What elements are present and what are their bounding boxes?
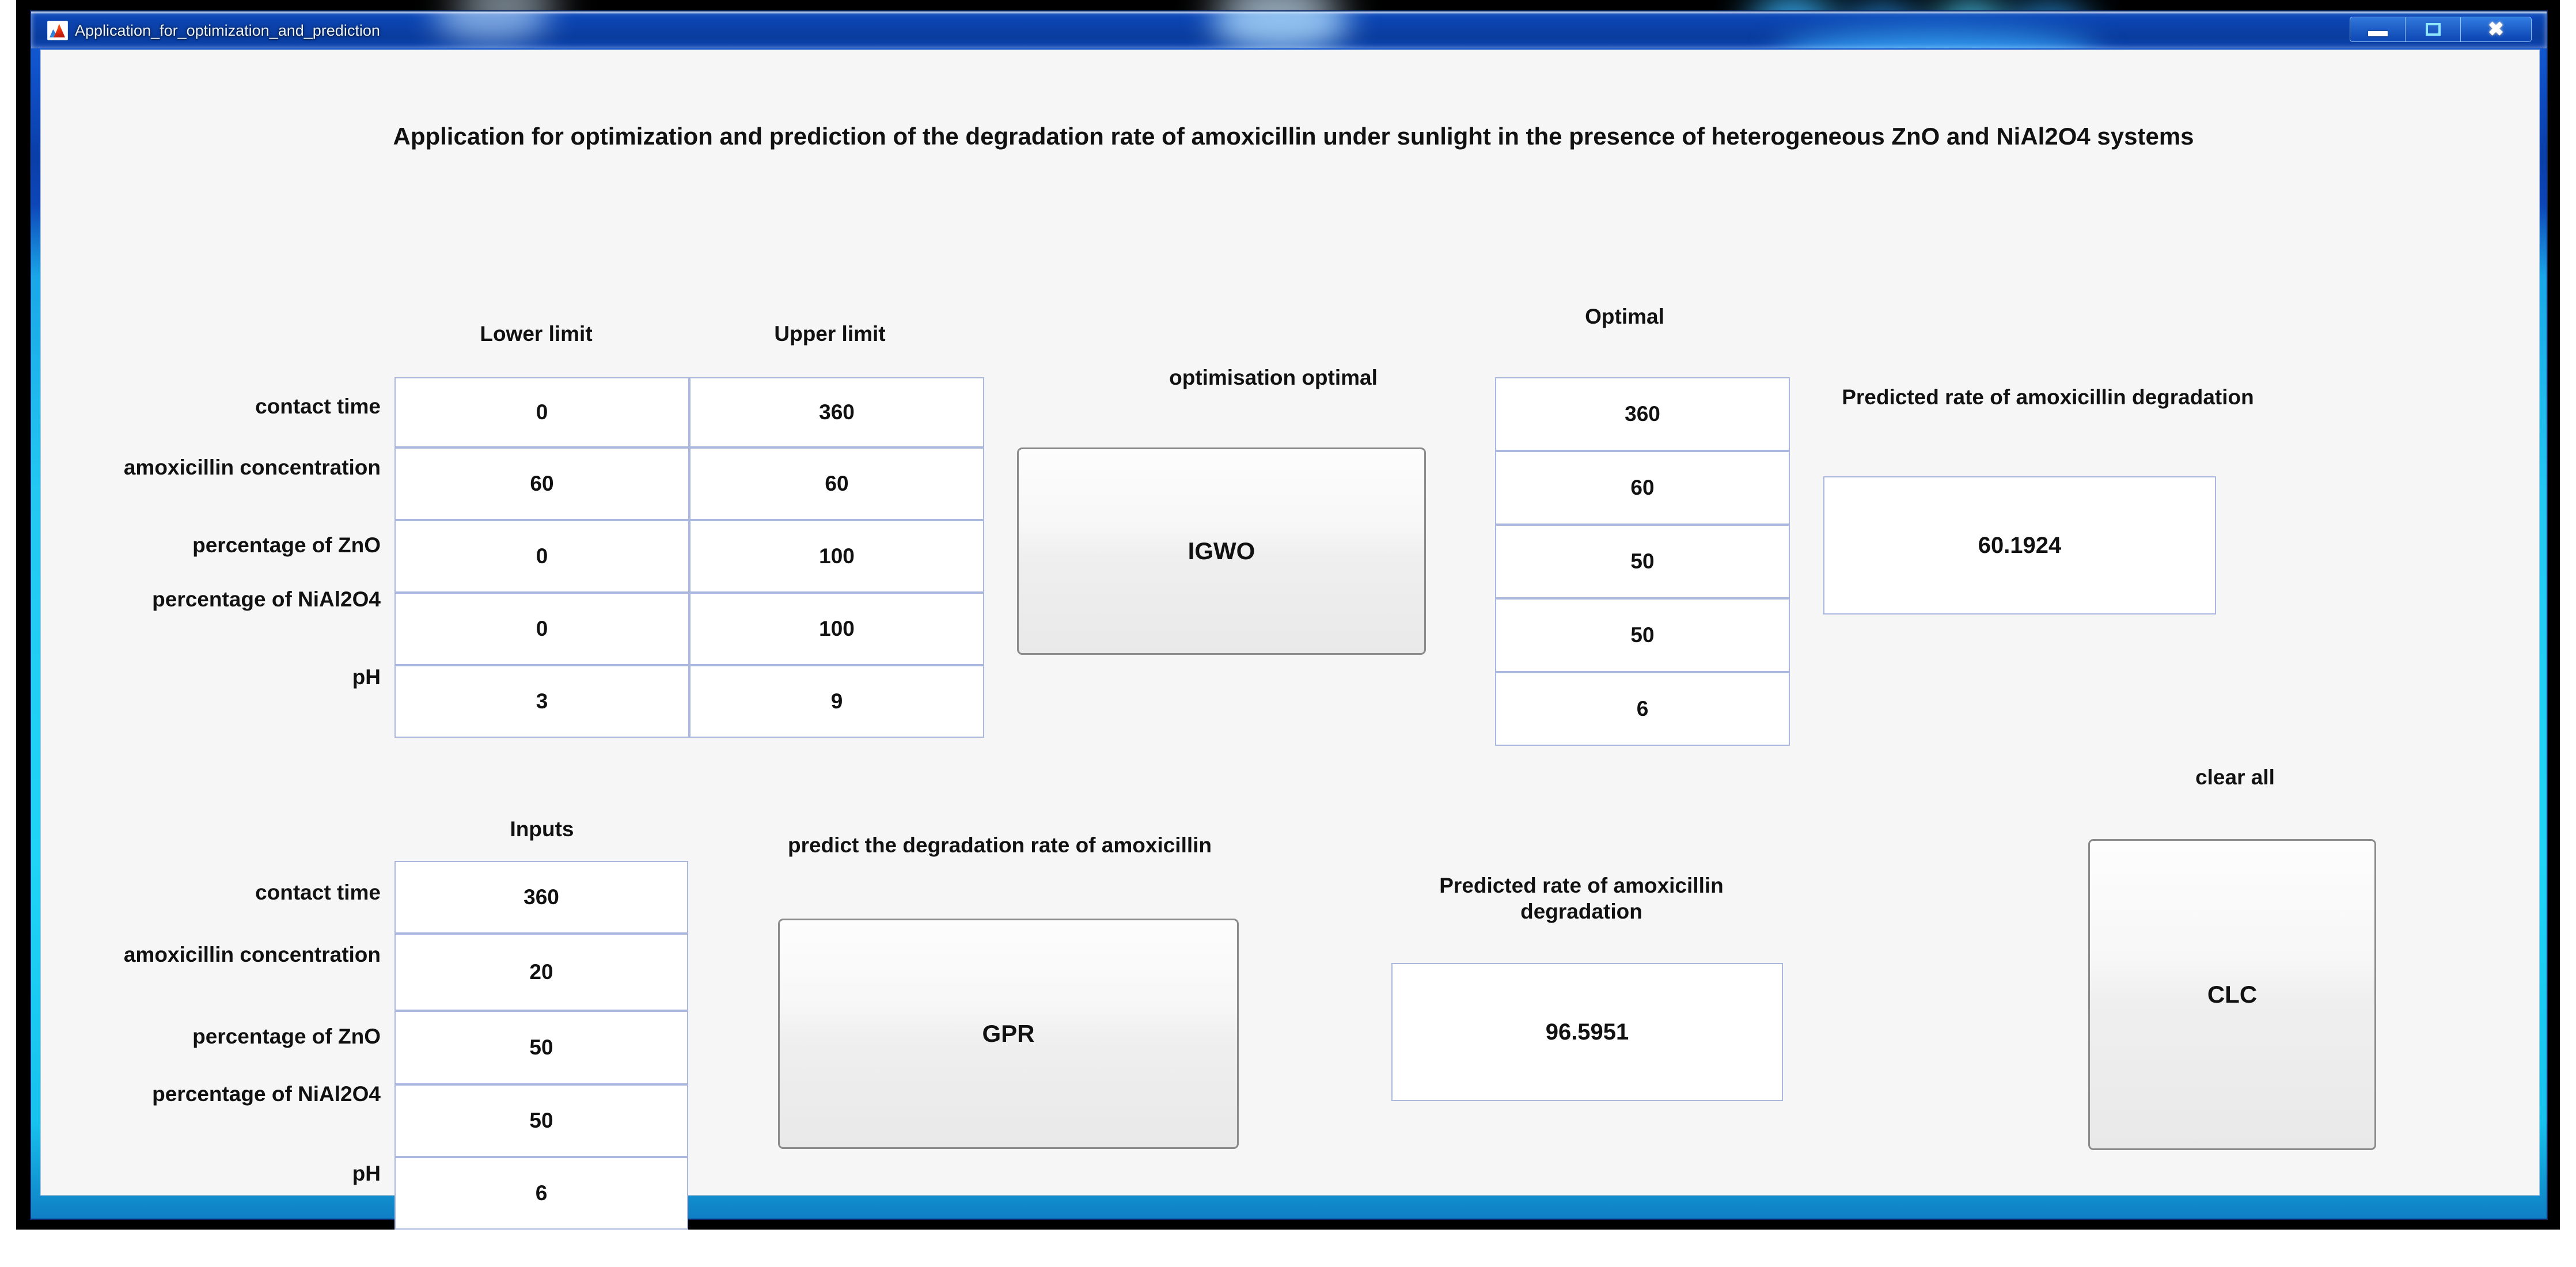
window-controls: ✖ bbox=[2350, 17, 2532, 43]
title-bar-glow bbox=[1776, 31, 2099, 48]
lower-limit-cell-amoxicillin[interactable]: 60 bbox=[394, 447, 689, 520]
matlab-membrane-icon bbox=[47, 21, 68, 40]
column-header-optimal: Optimal bbox=[1585, 305, 1664, 328]
close-button[interactable]: ✖ bbox=[2460, 17, 2532, 42]
lower-limit-cell-zno[interactable]: 0 bbox=[394, 520, 689, 593]
input-row-label-ph: pH bbox=[352, 1162, 381, 1185]
window-title-bar[interactable]: Application_for_optimization_and_predict… bbox=[31, 12, 2547, 48]
optimal-cell-amoxicillin[interactable]: 60 bbox=[1495, 451, 1790, 525]
column-header-inputs: Inputs bbox=[510, 817, 574, 841]
upper-limit-cell-contact-time[interactable]: 360 bbox=[689, 377, 984, 447]
close-icon: ✖ bbox=[2487, 18, 2505, 40]
input-row-label-percentage-of-nial2o4: percentage of NiAl2O4 bbox=[152, 1082, 381, 1106]
upper-limit-cell-ph[interactable]: 9 bbox=[689, 665, 984, 738]
clear-all-label: clear all bbox=[2195, 765, 2275, 789]
input-row-label-contact-time: contact time bbox=[255, 881, 381, 904]
row-label-ph: pH bbox=[352, 665, 381, 689]
input-cell-amoxicillin[interactable]: 20 bbox=[394, 934, 688, 1011]
input-cell-zno[interactable]: 50 bbox=[394, 1011, 688, 1084]
optimal-cell-nial2o4[interactable]: 50 bbox=[1495, 598, 1790, 672]
lower-limit-cell-contact-time[interactable]: 0 bbox=[394, 377, 689, 447]
minimize-button[interactable] bbox=[2350, 17, 2405, 42]
input-cell-ph[interactable]: 6 bbox=[394, 1157, 688, 1230]
optimal-cell-ph[interactable]: 6 bbox=[1495, 672, 1790, 746]
lower-limit-cell-ph[interactable]: 3 bbox=[394, 665, 689, 738]
upper-limit-cell-amoxicillin[interactable]: 60 bbox=[689, 447, 984, 520]
input-row-label-amoxicillin-concentration: amoxicillin concentration bbox=[123, 943, 381, 966]
gpr-button[interactable]: GPR bbox=[778, 919, 1239, 1149]
window-title: Application_for_optimization_and_predict… bbox=[75, 22, 380, 39]
optimisation-optimal-label: optimisation optimal bbox=[1169, 366, 1378, 389]
input-cell-contact-time[interactable]: 360 bbox=[394, 861, 688, 934]
prediction-result-label: Predicted rate of amoxicillin degradatio… bbox=[1439, 874, 1724, 924]
row-label-percentage-of-zno: percentage of ZnO bbox=[192, 533, 381, 557]
figure-client-area: Application for optimization and predict… bbox=[40, 50, 2540, 1230]
row-label-contact-time: contact time bbox=[255, 394, 381, 418]
title-bar-glow bbox=[1212, 12, 1350, 48]
prediction-result-value[interactable]: 96.5951 bbox=[1391, 963, 1783, 1101]
optimal-cell-zno[interactable]: 50 bbox=[1495, 525, 1790, 598]
optimization-result-value[interactable]: 60.1924 bbox=[1823, 476, 2216, 614]
row-label-amoxicillin-concentration: amoxicillin concentration bbox=[123, 456, 381, 479]
row-label-percentage-of-nial2o4: percentage of NiAl2O4 bbox=[152, 587, 381, 611]
lower-limit-cell-nial2o4[interactable]: 0 bbox=[394, 593, 689, 665]
application-window: Application_for_optimization_and_predict… bbox=[30, 10, 2548, 1230]
title-bar-glow bbox=[434, 12, 549, 43]
maximize-icon bbox=[2425, 23, 2441, 36]
minimize-icon bbox=[2368, 31, 2388, 36]
predict-degradation-label: predict the degradation rate of amoxicil… bbox=[787, 833, 1212, 857]
igwo-button[interactable]: IGWO bbox=[1017, 447, 1426, 655]
input-cell-nial2o4[interactable]: 50 bbox=[394, 1084, 688, 1157]
upper-limit-cell-zno[interactable]: 100 bbox=[689, 520, 984, 593]
upper-limit-cell-nial2o4[interactable]: 100 bbox=[689, 593, 984, 665]
optimization-result-label: Predicted rate of amoxicillin degradatio… bbox=[1842, 385, 2254, 409]
input-row-label-percentage-of-zno: percentage of ZnO bbox=[192, 1025, 381, 1048]
maximize-button[interactable] bbox=[2405, 17, 2460, 42]
clc-button[interactable]: CLC bbox=[2088, 839, 2376, 1150]
column-header-lower-limit: Lower limit bbox=[480, 322, 593, 346]
page-title: Application for optimization and predict… bbox=[393, 123, 2194, 150]
column-header-upper-limit: Upper limit bbox=[774, 322, 886, 346]
optimal-cell-contact-time[interactable]: 360 bbox=[1495, 377, 1790, 451]
